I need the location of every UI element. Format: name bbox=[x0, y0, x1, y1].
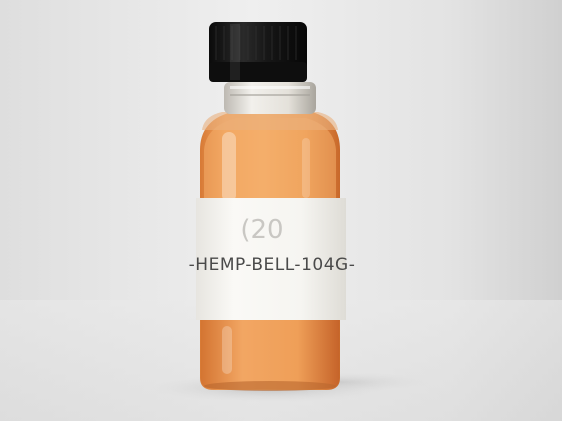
bottle-neck bbox=[224, 82, 316, 114]
neck-thread-2 bbox=[230, 94, 310, 96]
label-handwritten-text: -HEMP-BELL-104G- bbox=[189, 255, 356, 275]
cap-highlight bbox=[230, 24, 240, 80]
bottle-shoulder bbox=[202, 112, 338, 130]
cap-ridges bbox=[215, 26, 297, 60]
label-partial-text: (20 bbox=[240, 215, 283, 245]
glass-reflection-left bbox=[222, 132, 236, 202]
cap-base bbox=[209, 62, 307, 82]
liquid-upper bbox=[204, 118, 336, 200]
liquid-lower bbox=[201, 318, 339, 389]
bottle: (20 -HEMP-BELL-104G- bbox=[189, 22, 356, 391]
bottle-bottom bbox=[204, 381, 336, 391]
lower-reflection bbox=[222, 326, 232, 374]
bottle-label bbox=[196, 198, 346, 320]
glass-reflection-right bbox=[302, 138, 310, 198]
neck-thread bbox=[230, 86, 310, 89]
